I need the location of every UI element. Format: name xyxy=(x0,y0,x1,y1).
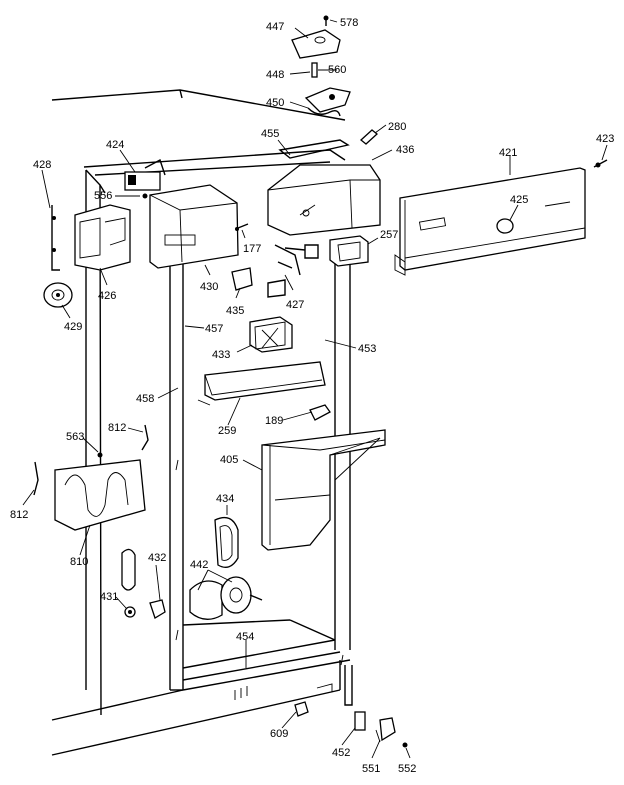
part-424-switch xyxy=(124,158,166,191)
callout-435: 435 xyxy=(226,305,244,317)
callout-812-lower: 812 xyxy=(10,509,28,521)
callout-421: 421 xyxy=(499,147,517,159)
part-551-hinge xyxy=(375,717,396,743)
part-455-strip xyxy=(278,139,350,159)
part-442-fan-motor xyxy=(189,576,263,620)
part-812-wire-lower xyxy=(33,461,39,496)
callout-453: 453 xyxy=(358,343,376,355)
callout-560: 560 xyxy=(328,64,346,76)
callout-423: 423 xyxy=(596,133,614,145)
part-556-screw xyxy=(142,193,148,199)
callout-labels: 447 578 448 560 450 280 424 455 436 421 … xyxy=(10,17,614,775)
part-448-bracket xyxy=(304,87,351,113)
part-436-housing xyxy=(267,164,381,236)
callout-424: 424 xyxy=(106,139,124,151)
callout-552: 552 xyxy=(398,763,416,775)
part-450-spring xyxy=(307,107,341,117)
part-812-wire-upper xyxy=(141,424,149,451)
part-405-evaporator-cover xyxy=(261,429,386,551)
callout-426: 426 xyxy=(98,290,116,302)
part-423-screw xyxy=(593,159,608,168)
callout-556: 556 xyxy=(94,190,112,202)
part-428-bracket xyxy=(51,205,60,271)
part-280-fuse xyxy=(359,129,379,145)
part-189-fitting xyxy=(309,404,331,421)
callout-280: 280 xyxy=(388,121,406,133)
callout-431: 431 xyxy=(100,591,118,603)
part-425-knob xyxy=(496,218,514,234)
callout-189: 189 xyxy=(265,415,283,427)
part-257-relay xyxy=(329,235,369,267)
callout-177: 177 xyxy=(243,243,261,255)
part-452-bracket xyxy=(354,711,366,731)
callout-457: 457 xyxy=(205,323,223,335)
callout-434: 434 xyxy=(216,493,234,505)
part-429-wheel xyxy=(43,282,73,308)
part-426-housing xyxy=(74,204,131,271)
part-435-switch xyxy=(231,267,253,291)
callout-436: 436 xyxy=(396,144,414,156)
part-430-control-box xyxy=(149,184,239,269)
callout-433: 433 xyxy=(212,349,230,361)
callout-578: 578 xyxy=(340,17,358,29)
part-432-coil xyxy=(121,548,136,591)
part-560-screw xyxy=(311,62,318,78)
callout-452: 452 xyxy=(332,747,350,759)
part-421-panel xyxy=(394,167,586,276)
callout-448: 448 xyxy=(266,69,284,81)
callout-447: 447 xyxy=(266,21,284,33)
part-552-screw xyxy=(402,742,408,748)
callout-551: 551 xyxy=(362,763,380,775)
leader-lines xyxy=(22,19,608,759)
part-578-screw xyxy=(323,15,329,26)
part-434-ring xyxy=(214,516,239,568)
callout-442: 442 xyxy=(190,559,208,571)
callout-259: 259 xyxy=(218,425,236,437)
callout-429: 429 xyxy=(64,321,82,333)
part-177-screw xyxy=(235,223,249,231)
callout-430: 430 xyxy=(200,281,218,293)
callout-427: 427 xyxy=(286,299,304,311)
callout-458: 458 xyxy=(136,393,154,405)
callout-450: 450 xyxy=(266,97,284,109)
callout-563: 563 xyxy=(66,431,84,443)
callout-810: 810 xyxy=(70,556,88,568)
part-431-nut xyxy=(124,606,136,618)
callout-405: 405 xyxy=(220,454,238,466)
part-447-cover xyxy=(291,29,341,59)
part-427-wires xyxy=(267,244,319,298)
part-563-screw xyxy=(97,452,103,458)
cabinet-frame xyxy=(51,89,353,756)
part-432-cup xyxy=(149,599,166,619)
part-810-heater xyxy=(54,459,146,531)
part-609-grommet xyxy=(294,701,309,717)
callout-432: 432 xyxy=(148,552,166,564)
callout-454: 454 xyxy=(236,631,254,643)
callout-257: 257 xyxy=(380,229,398,241)
callout-455: 455 xyxy=(261,128,279,140)
callout-812-upper: 812 xyxy=(108,422,126,434)
callout-609: 609 xyxy=(270,728,288,740)
part-259-duct xyxy=(197,361,326,406)
part-433-fan xyxy=(249,316,293,353)
callout-425: 425 xyxy=(510,194,528,206)
callout-428: 428 xyxy=(33,159,51,171)
